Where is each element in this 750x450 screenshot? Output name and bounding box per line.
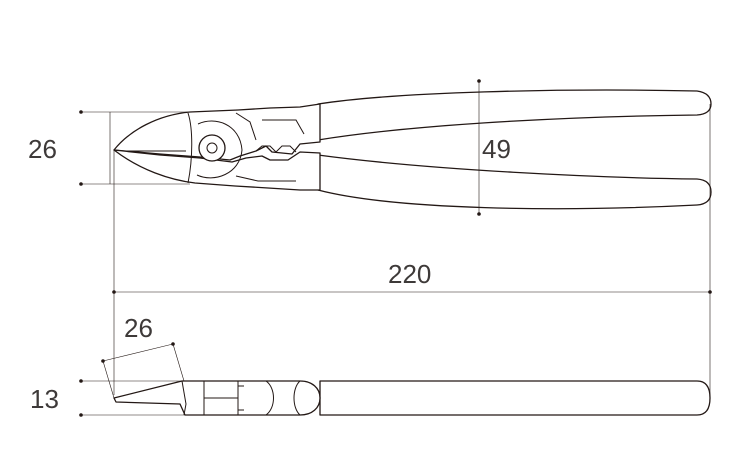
jaw-width-label: 26 — [28, 134, 57, 164]
side-neck-line — [293, 380, 301, 416]
side-joint-curve — [265, 380, 274, 416]
plier-side-view — [113, 380, 711, 416]
side-blade-label: 26 — [124, 313, 153, 343]
upper-handle — [317, 89, 712, 141]
pivot-boss — [196, 120, 243, 179]
handle-spread-dimension: 49 — [477, 79, 511, 216]
jaw-width-dimension: 26 — [28, 110, 190, 186]
side-handle — [319, 380, 711, 416]
side-blade-dimension: 26 — [101, 313, 185, 399]
overall-length-dimension: 220 — [112, 104, 712, 395]
pivot-rivet-center — [206, 142, 218, 154]
side-bevel-line — [181, 380, 187, 416]
blade-edge-line — [187, 112, 193, 184]
thickness-label: 13 — [30, 384, 59, 414]
thickness-dimension: 13 — [30, 379, 185, 417]
pivot-rivet — [198, 134, 226, 162]
side-rivet-bump — [238, 385, 244, 411]
pivot-boss-inner — [235, 112, 257, 141]
neck-line-upper — [262, 119, 305, 135]
neck-line-lower — [235, 175, 296, 182]
lower-jaw — [113, 149, 321, 191]
handle-spread-label: 49 — [482, 134, 511, 164]
overall-length-label: 220 — [388, 259, 431, 289]
plier-top-view — [113, 89, 712, 210]
lower-handle — [317, 154, 712, 210]
crimp-notch — [255, 145, 297, 153]
